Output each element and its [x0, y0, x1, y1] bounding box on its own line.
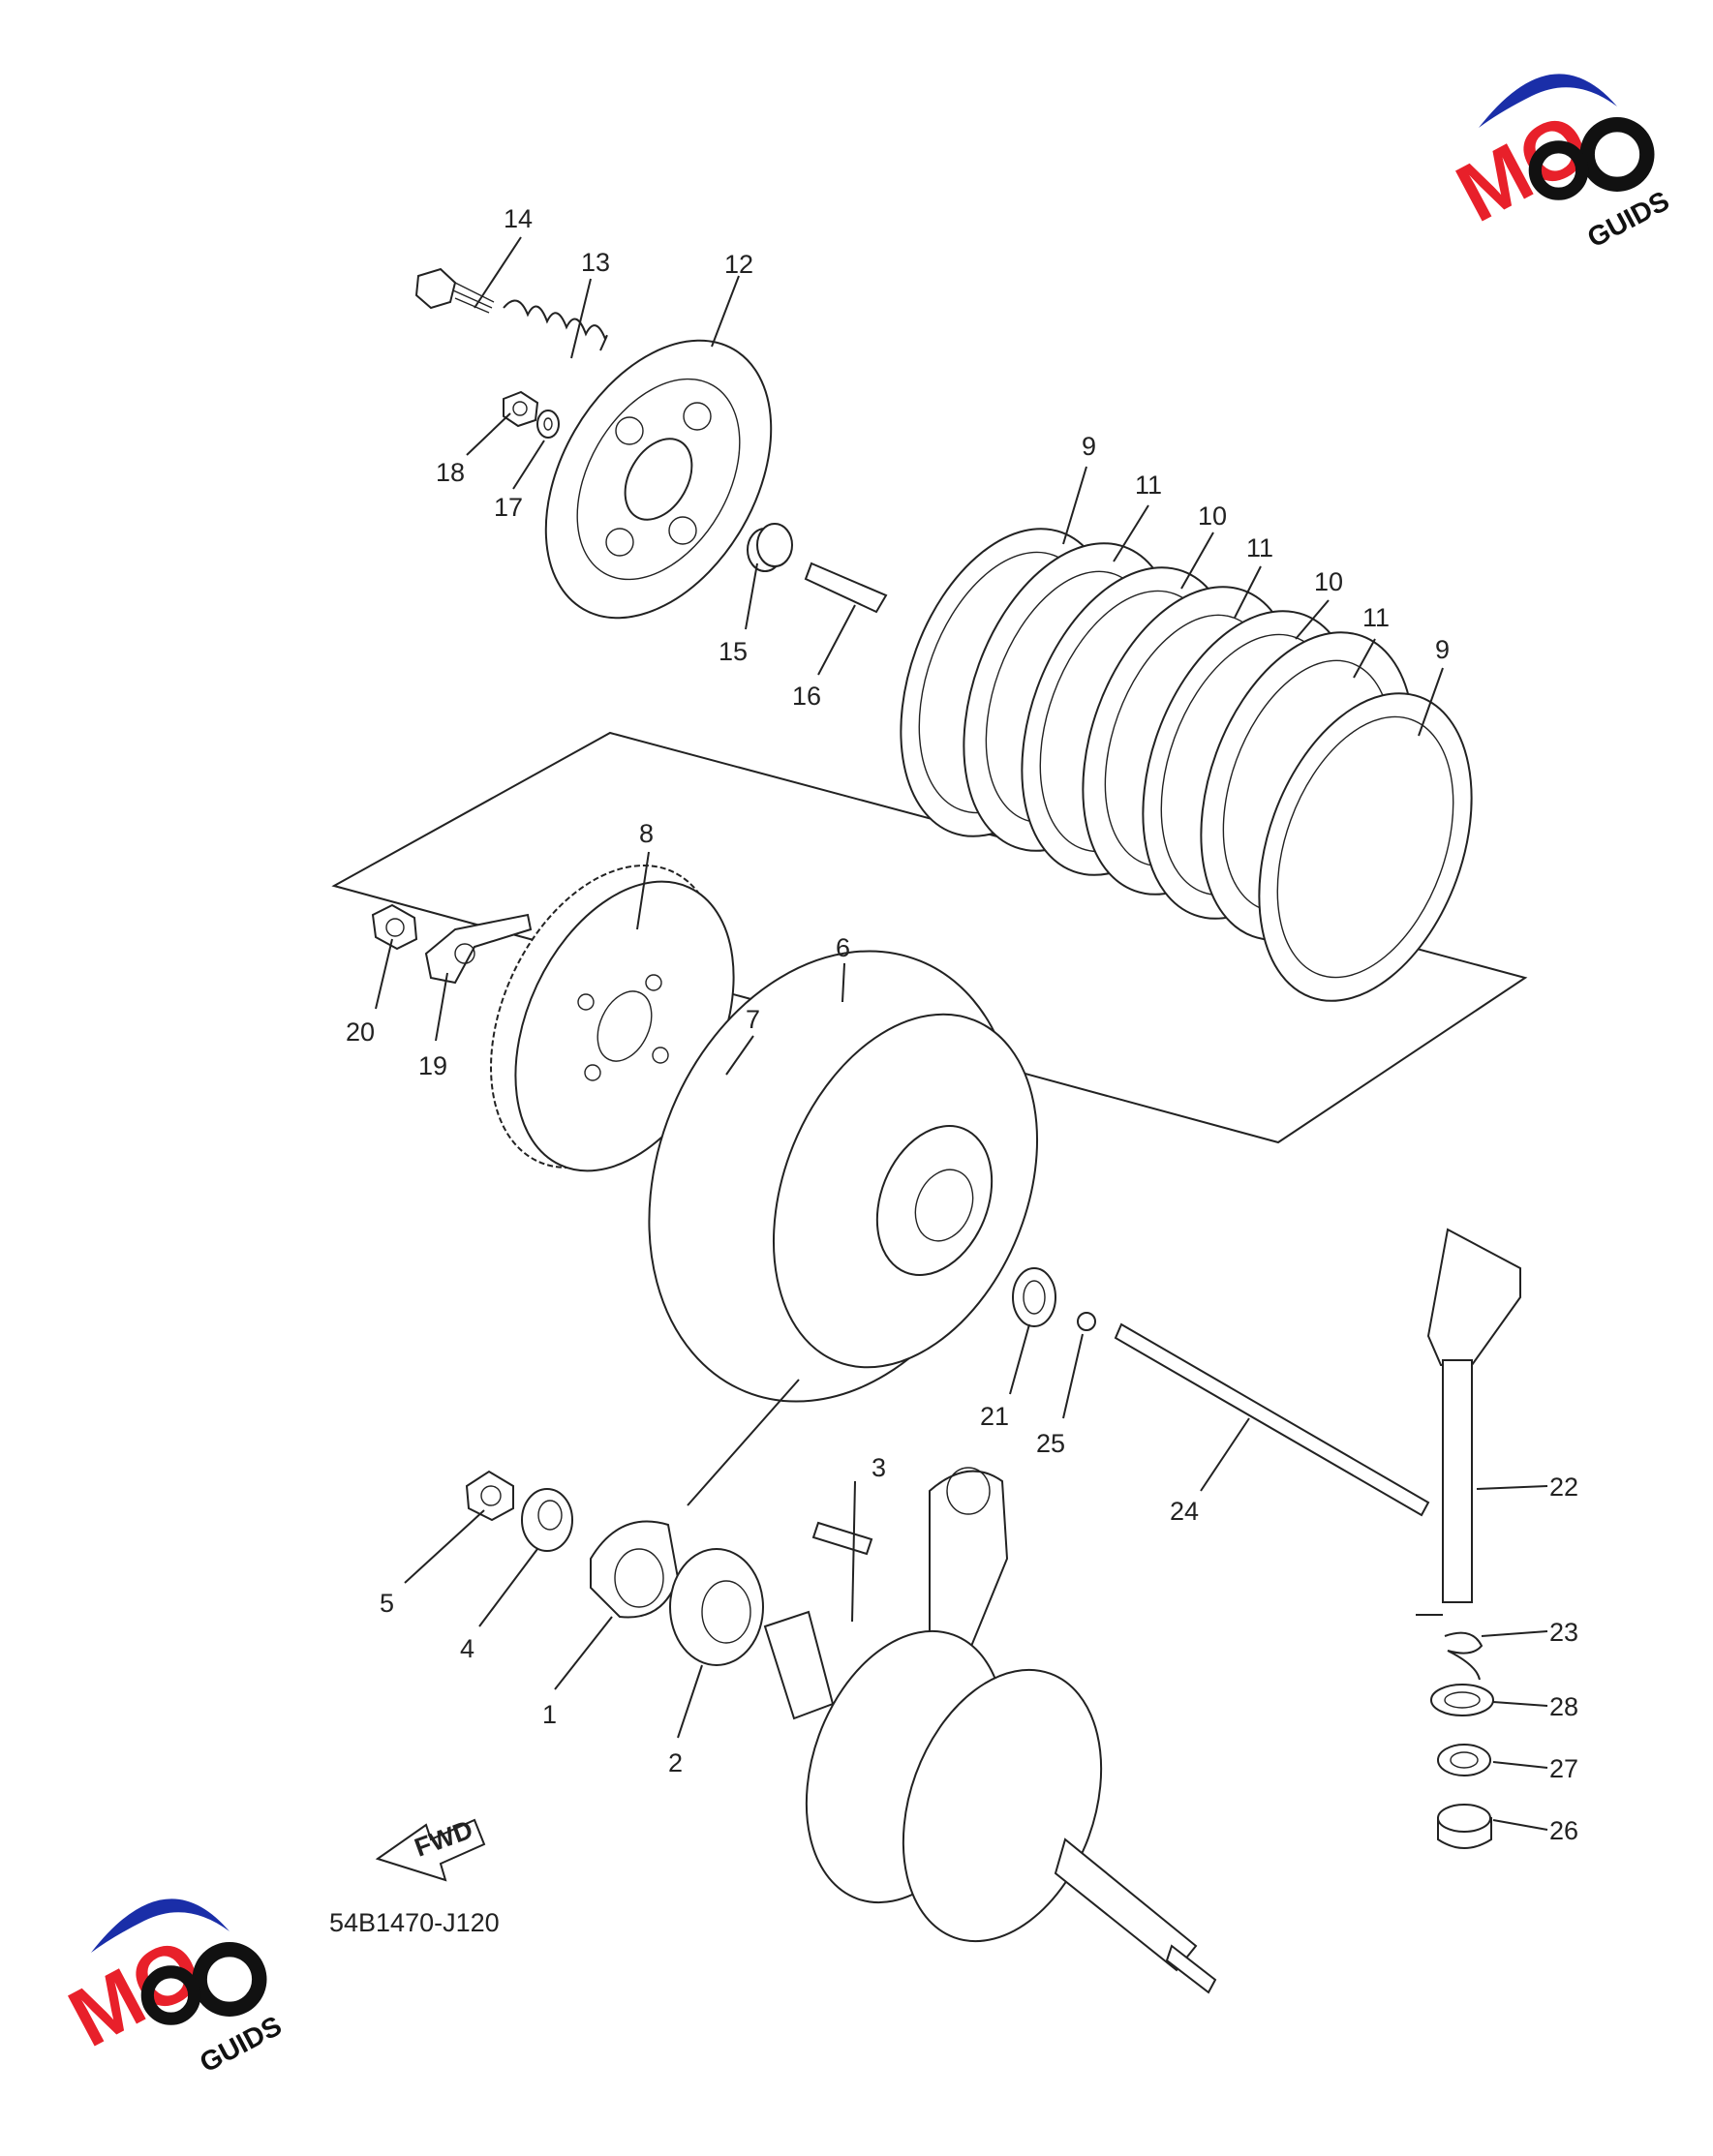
crankshaft-assembly: [763, 1467, 1217, 1994]
label-13: 13: [581, 248, 610, 277]
part-23-spring: [1416, 1614, 1484, 1681]
label-3: 3: [872, 1453, 886, 1482]
part-3-key: [811, 1521, 873, 1556]
label-15: 15: [719, 637, 748, 666]
label-16: 16: [792, 682, 821, 711]
label-20: 20: [346, 1017, 375, 1047]
part-20-nut: [371, 903, 418, 951]
label-11: 11: [1135, 471, 1162, 500]
part-15-bearing-cap: [747, 523, 793, 572]
label-1: 1: [542, 1700, 557, 1729]
part-labels: 14 13 12 18 17 15 16 9 11 10 11 10 11 9 …: [346, 204, 1578, 1845]
fwd-arrow-icon: FWD: [375, 1815, 486, 1882]
label-8: 8: [639, 819, 654, 848]
part-2-spacer: [669, 1548, 764, 1666]
part-4-washer: [521, 1488, 573, 1552]
label-23: 23: [1549, 1618, 1578, 1647]
part-13-spring: [503, 299, 608, 351]
part-5-nut: [465, 1470, 514, 1522]
label-11: 11: [1362, 603, 1390, 632]
label-9: 9: [1082, 432, 1096, 461]
label-4: 4: [460, 1634, 474, 1663]
label-19: 19: [418, 1051, 447, 1080]
label-24: 24: [1170, 1497, 1199, 1526]
part-17-washer: [536, 410, 560, 439]
part-21-washer: [1012, 1267, 1056, 1327]
label-9: 9: [1435, 635, 1450, 664]
part-28-circlip: [1430, 1684, 1494, 1716]
label-10: 10: [1198, 501, 1227, 531]
part-24-push-rod: [1114, 1322, 1430, 1517]
label-7: 7: [746, 1005, 760, 1034]
label-21: 21: [980, 1402, 1009, 1431]
leader-lines: [375, 236, 1548, 1831]
part-26-bearing: [1437, 1804, 1492, 1849]
label-2: 2: [668, 1748, 683, 1777]
label-10: 10: [1314, 567, 1343, 596]
label-28: 28: [1549, 1692, 1578, 1721]
part-12-pressure-plate: [544, 339, 773, 620]
label-27: 27: [1549, 1754, 1578, 1783]
label-12: 12: [724, 250, 753, 279]
watermark-logo-top-right: [1442, 74, 1674, 254]
label-22: 22: [1549, 1473, 1578, 1502]
label-26: 26: [1549, 1816, 1578, 1845]
label-25: 25: [1036, 1429, 1065, 1458]
label-14: 14: [504, 204, 533, 233]
label-11: 11: [1246, 533, 1273, 562]
watermark-logo-bottom-left: [54, 1898, 287, 2079]
part-6-clutch-housing: [648, 950, 1039, 1403]
label-5: 5: [380, 1589, 394, 1618]
part-22-push-lever-shaft: [1426, 1228, 1521, 1603]
label-18: 18: [436, 458, 465, 487]
diagram-code: 54B1470-J120: [329, 1908, 500, 1937]
part-14-bolt: [414, 267, 495, 314]
part-25-ball: [1077, 1312, 1096, 1331]
label-17: 17: [494, 493, 523, 522]
part-27-oil-seal: [1437, 1744, 1491, 1776]
part-18-nut: [503, 390, 539, 428]
part-1-primary-drive-gear: [590, 1520, 680, 1619]
label-6: 6: [836, 933, 850, 962]
part-16-push-rod: [804, 562, 888, 614]
clutch-plates-stack: [900, 528, 1473, 1002]
part-19-lock-washer: [424, 913, 533, 985]
